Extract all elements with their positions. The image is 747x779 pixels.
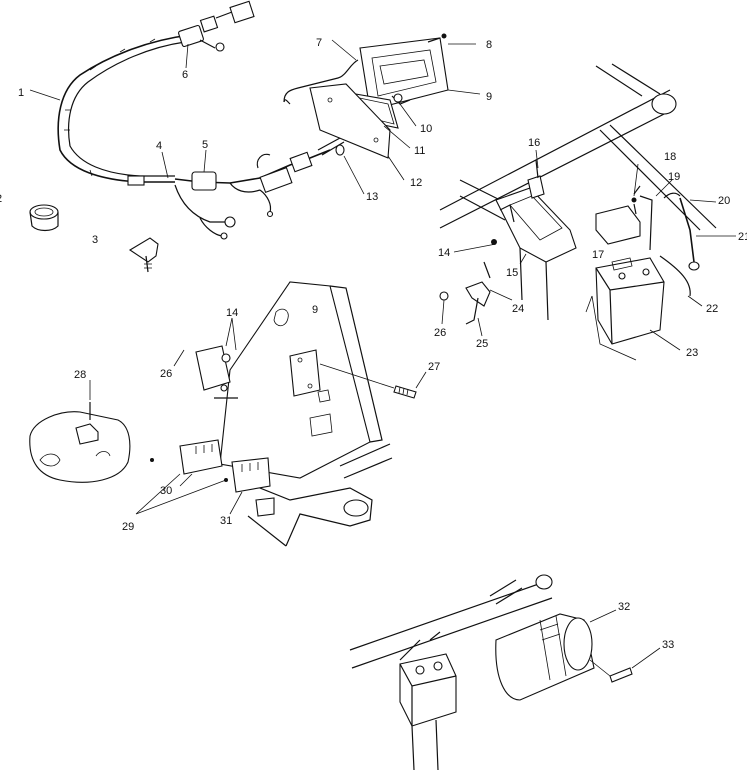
leader-lines: [29, 39, 736, 669]
callout-33: 33: [662, 639, 674, 651]
callout-3: 3: [92, 234, 98, 246]
battery-cables: [631, 185, 700, 271]
wiring-harness: [57, 0, 331, 240]
callout-23: 23: [686, 347, 698, 359]
starter-assembly: [349, 574, 633, 771]
cdi-modules: [150, 439, 275, 517]
callout-14-plate: 14: [226, 307, 238, 319]
callout-4: 4: [156, 140, 162, 152]
callout-10: 10: [420, 123, 432, 135]
callout-16: 16: [528, 137, 540, 149]
callout-20: 20: [718, 195, 730, 207]
callout-31: 31: [220, 515, 232, 527]
callout-21: 21: [738, 231, 747, 243]
callout-27: 27: [428, 361, 440, 373]
callout-24: 24: [512, 303, 524, 315]
battery-bracket: [495, 159, 577, 321]
fuel-tank-28: [29, 402, 131, 483]
callout-29: 29: [122, 521, 134, 533]
callout-15: 15: [506, 267, 518, 279]
callout-12: 12: [410, 177, 422, 189]
callout-19: 19: [668, 171, 680, 183]
callout-25: 25: [476, 338, 488, 350]
callout-2: 2: [0, 193, 2, 205]
electrical-plate: [195, 281, 393, 547]
battery: [585, 205, 691, 361]
callout-5: 5: [202, 139, 208, 151]
callout-9-plate: 9: [312, 304, 318, 316]
bolt-27: [319, 363, 417, 399]
callout-1: 1: [18, 87, 24, 99]
callout-26-plate: 26: [160, 368, 172, 380]
cap-part-2: [29, 204, 59, 232]
callout-18: 18: [664, 151, 676, 163]
callout-labels: 1 2 3 4 5 6 7 8 9 9 10 11 12 13 14 14 15…: [0, 37, 747, 651]
tail-light-assembly: [283, 33, 449, 159]
callout-9-tail-light: 9: [486, 91, 492, 103]
callout-22: 22: [706, 303, 718, 315]
callout-14-battery: 14: [438, 247, 450, 259]
frame-rails-top: [439, 63, 717, 231]
clip-part-3: [128, 237, 159, 273]
callout-28: 28: [74, 369, 86, 381]
callout-17: 17: [592, 249, 604, 261]
callout-11: 11: [414, 145, 425, 157]
callout-26-battery: 26: [434, 327, 446, 339]
callout-8: 8: [486, 39, 492, 51]
callout-13: 13: [366, 191, 378, 203]
callout-30: 30: [160, 485, 172, 497]
callout-32: 32: [618, 601, 630, 613]
callout-6: 6: [182, 69, 188, 81]
callout-7: 7: [316, 37, 322, 49]
